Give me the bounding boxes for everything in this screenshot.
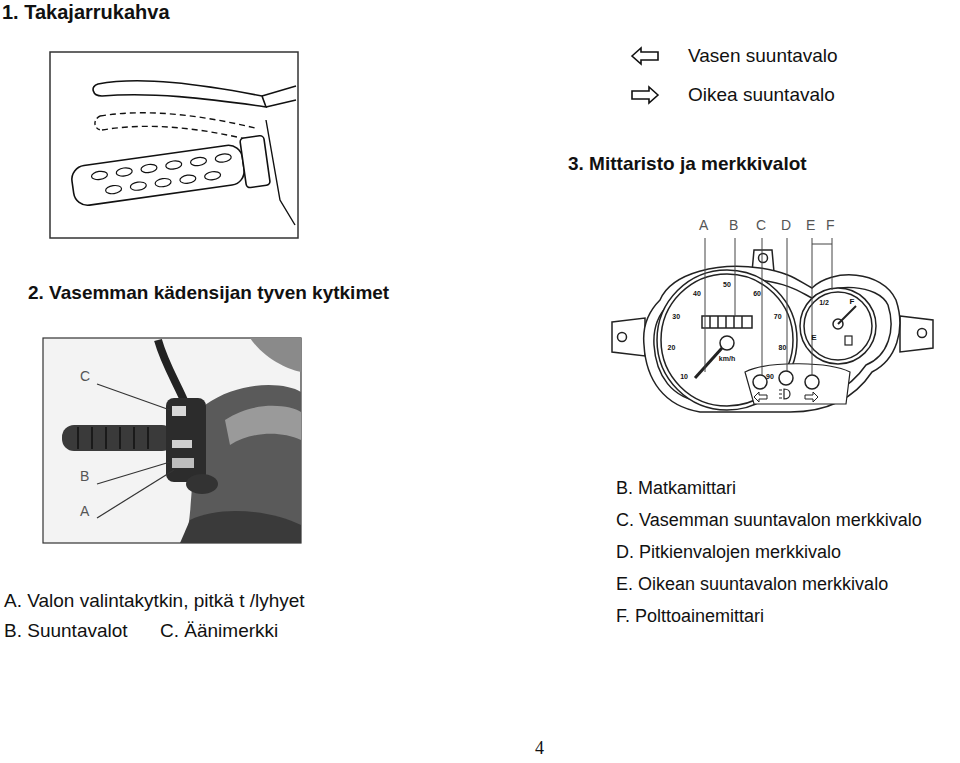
speed-scale: 60 [753,289,761,296]
legend-item: A. Valon valintakytkin, pitkä t /lyhyet [4,590,305,612]
turn-arrow-symbol [630,46,660,66]
speed-scale: 40 [693,289,701,296]
legend-item: F. Polttoainemittari [616,606,764,627]
switch-photo [43,338,301,543]
section-heading: 2. Vasemman kädensijan tyven kytkimet [28,282,389,304]
legend-item: E. Oikean suuntavalon merkkivalo [616,574,888,595]
page-number: 4 [535,738,544,759]
legend-item: D. Pitkienvalojen merkkivalo [616,542,841,563]
speed-scale: 10 [680,372,688,379]
callout-letter: D [781,217,791,233]
speed-scale: 20 [668,344,676,351]
callout-letter: E [806,217,815,233]
speed-scale: 70 [774,313,782,320]
turn-arrow-symbol [630,85,660,105]
legend-text: Oikea suuntavalo [688,84,835,106]
callout-letter: C [80,368,90,384]
fuel-scale: 1/2 [819,299,829,306]
instrument-cluster [612,238,933,412]
section-heading: 3. Mittaristo ja merkkivalot [568,153,807,175]
callout-letter: B [729,217,738,233]
brake-lever-figure [50,52,298,238]
callout-letter: C [756,217,766,233]
legend-item: B. Matkamittari [616,478,736,499]
callout-letter: B [80,468,89,484]
speed-scale: 90 [766,372,774,379]
fuel-scale: F [850,298,855,306]
legend-entry: Vasen suuntavalo [630,45,838,67]
legend-item: C. Äänimerkki [160,620,278,642]
speed-scale: 50 [723,281,731,288]
legend-entry: Oikea suuntavalo [630,84,835,106]
speed-scale: 30 [672,313,680,320]
speed-scale: 80 [779,344,787,351]
callout-letter: A [80,503,89,519]
legend-text: Vasen suuntavalo [688,45,838,67]
speed-unit: km/h [719,355,735,362]
legend-item: B. Suuntavalot [4,620,128,642]
callout-letter: A [699,217,708,233]
legend-item: C. Vasemman suuntavalon merkkivalo [616,510,922,531]
section-heading: 1. Takajarrukahva [2,1,170,24]
fuel-scale: E [811,334,816,342]
callout-letter: F [826,217,835,233]
